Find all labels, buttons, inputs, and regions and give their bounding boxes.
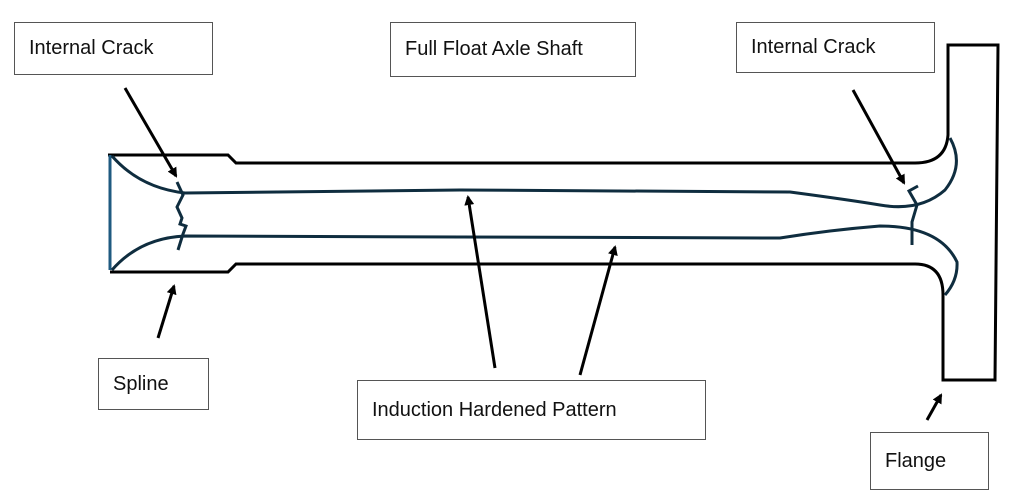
diagram-title: Full Float Axle Shaft <box>390 22 636 77</box>
label-internal-crack-right: Internal Crack <box>736 22 935 73</box>
label-spline: Spline <box>98 358 209 410</box>
arrow-crack-right <box>851 89 906 185</box>
label-flange: Flange <box>870 432 989 490</box>
label-internal-crack-left: Internal Crack <box>14 22 213 75</box>
arrow-spline <box>156 284 177 339</box>
crack-right <box>906 184 919 245</box>
shaft-outline <box>108 43 1000 382</box>
arrow-crack-left <box>123 87 178 178</box>
arrow-pattern-2 <box>578 245 618 376</box>
hardened-pattern <box>110 137 959 296</box>
arrows <box>123 87 943 421</box>
crack-left <box>175 181 188 251</box>
label-induction-pattern: Induction Hardened Pattern <box>357 380 706 440</box>
arrow-pattern-1 <box>464 195 497 369</box>
arrow-flange <box>925 393 943 421</box>
